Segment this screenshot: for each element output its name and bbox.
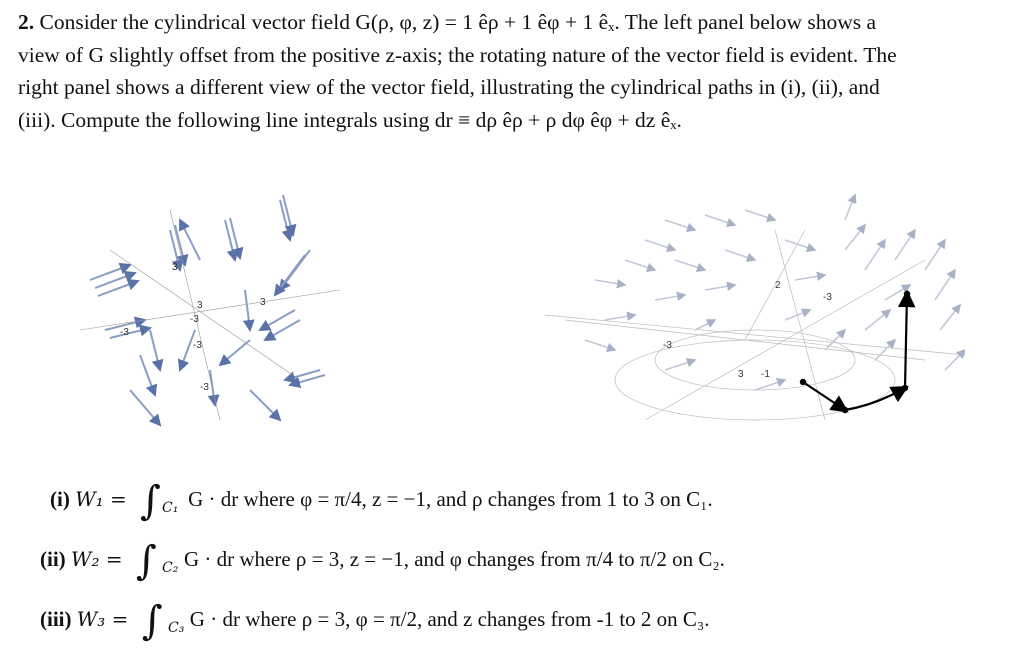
left-field-arrow <box>229 217 244 260</box>
right-field-arrow <box>934 268 956 301</box>
figures-area: 3 3 -3 -3 -3 3 -3 2 -3 -3 3 <box>40 170 980 445</box>
right-field-arrow <box>824 328 847 351</box>
item-label: (i) <box>50 487 70 511</box>
right-tick-0: 2 <box>775 280 781 291</box>
item-text: G · dr where φ = π/4, z = −1, and ρ chan… <box>188 487 713 511</box>
integral-item-1: (i) W₁ = ∫C₁ G · dr where φ = π/4, z = −… <box>50 470 713 530</box>
item-label: (iii) <box>40 607 72 631</box>
right-field-arrow <box>874 338 897 361</box>
right-field-arrow <box>784 308 812 321</box>
path-c3 <box>897 289 916 389</box>
item-lhs: W₃ = <box>76 607 129 631</box>
right-field-arrow <box>724 249 757 263</box>
left-tick-0: 3 <box>172 262 178 273</box>
integral-sign-icon: ∫ <box>141 598 163 644</box>
integral-subscript: C₁ <box>162 500 179 516</box>
problem-line-4: (iii). Compute the following line integr… <box>18 107 682 132</box>
right-field-arrow <box>794 271 827 282</box>
left-field-arrow <box>218 339 251 367</box>
integral-item-3: (iii) W₃ = ∫ C₃ G · dr where ρ = 3, φ = π… <box>40 590 709 650</box>
problem-statement: 2. Consider the cylindrical vector field… <box>18 6 998 136</box>
right-field-arrow <box>924 238 946 271</box>
left-field-arrow <box>242 289 255 332</box>
left-vector-field-plot: 3 3 -3 -3 -3 3 -3 <box>79 194 341 427</box>
left-tick-6: -3 <box>193 340 202 351</box>
item-lhs: W₁ = <box>75 487 127 511</box>
right-field-arrow <box>844 193 857 221</box>
right-field-arrow <box>704 214 737 228</box>
left-field-arrow <box>288 374 326 389</box>
left-field-arrow <box>89 262 132 281</box>
integral-item-2: (ii) W₂ = ∫ C₂ G · dr where ρ = 3, z = −1… <box>40 530 725 590</box>
path-c1 <box>802 381 849 413</box>
left-tick-2: -3 <box>120 327 129 338</box>
left-field-arrow <box>273 254 306 297</box>
left-tick-3: -3 <box>190 314 199 325</box>
item-label: (ii) <box>40 547 66 571</box>
right-field-arrow <box>894 228 916 261</box>
left-field-arrow <box>174 224 189 267</box>
right-field-arrow <box>864 309 892 331</box>
right-tick-1: -3 <box>823 292 832 303</box>
problem-line-3: right panel shows a different view of th… <box>18 75 880 99</box>
right-field-arrow <box>594 278 627 289</box>
problem-line-1-text: Consider the cylindrical vector field G(… <box>39 10 877 34</box>
right-field-arrow <box>644 239 677 253</box>
right-field-arrow <box>754 377 787 391</box>
item-text: G · dr where ρ = 3, z = −1, and φ change… <box>183 547 725 571</box>
right-field-arrow <box>624 259 657 273</box>
integral-sign-icon: ∫ <box>135 538 157 584</box>
left-field-arrow <box>263 319 301 341</box>
left-field-arrow <box>129 389 162 427</box>
problem-line-1: 2. Consider the cylindrical vector field… <box>18 6 998 39</box>
left-tick-5: 3 <box>197 300 203 311</box>
right-field-arrow <box>664 219 697 233</box>
left-field-arrow <box>282 194 297 237</box>
integral-sign-icon: ∫ <box>140 478 161 524</box>
path-c2 <box>844 385 909 412</box>
left-field-arrow <box>104 316 147 331</box>
right-field-arrow <box>674 259 707 273</box>
left-field-arrow <box>139 354 158 397</box>
item-lhs: W₂ = <box>70 547 123 571</box>
integral-subscript: C₃ <box>168 620 185 636</box>
left-field-arrow <box>224 219 239 262</box>
left-tick-1: 3 <box>260 297 266 308</box>
left-field-arrow <box>249 389 282 422</box>
left-field-arrow <box>97 278 140 297</box>
right-tick-2: -3 <box>663 340 672 351</box>
right-field-arrow <box>844 223 866 251</box>
item-text: G · dr where ρ = 3, φ = π/2, and z chang… <box>189 607 710 631</box>
right-field-arrow <box>864 238 886 271</box>
right-arrows <box>584 193 965 391</box>
right-vector-field-plot: 2 -3 -3 3 -1 <box>545 193 965 421</box>
left-field-arrow <box>177 329 196 372</box>
right-field-arrow <box>584 339 617 353</box>
right-tick-3: 3 <box>738 369 744 380</box>
left-arrows <box>89 194 326 427</box>
left-field-arrow <box>179 218 201 261</box>
left-tick-4: -3 <box>200 382 209 393</box>
left-field-arrow <box>109 324 152 339</box>
problem-number: 2. <box>18 10 35 34</box>
right-field-arrow <box>604 311 637 322</box>
right-field-arrow <box>944 348 965 371</box>
right-field-arrow <box>704 281 737 292</box>
right-field-arrow <box>939 303 961 331</box>
right-tick-4: -1 <box>761 369 770 380</box>
right-axes <box>545 229 965 421</box>
integral-subscript: C₂ <box>162 560 179 576</box>
path-endpoints <box>799 290 911 414</box>
right-field-arrow <box>784 239 817 253</box>
right-field-arrow <box>744 209 777 223</box>
left-field-arrow <box>94 270 137 289</box>
left-field-arrow <box>149 329 164 372</box>
right-field-arrow <box>694 319 717 331</box>
left-field-arrow <box>258 309 296 331</box>
right-field-arrow <box>884 284 912 301</box>
left-axes <box>79 209 341 421</box>
right-field-arrow <box>654 291 687 302</box>
problem-line-2: view of G slightly offset from the posit… <box>18 42 897 67</box>
right-field-arrow <box>664 357 697 371</box>
